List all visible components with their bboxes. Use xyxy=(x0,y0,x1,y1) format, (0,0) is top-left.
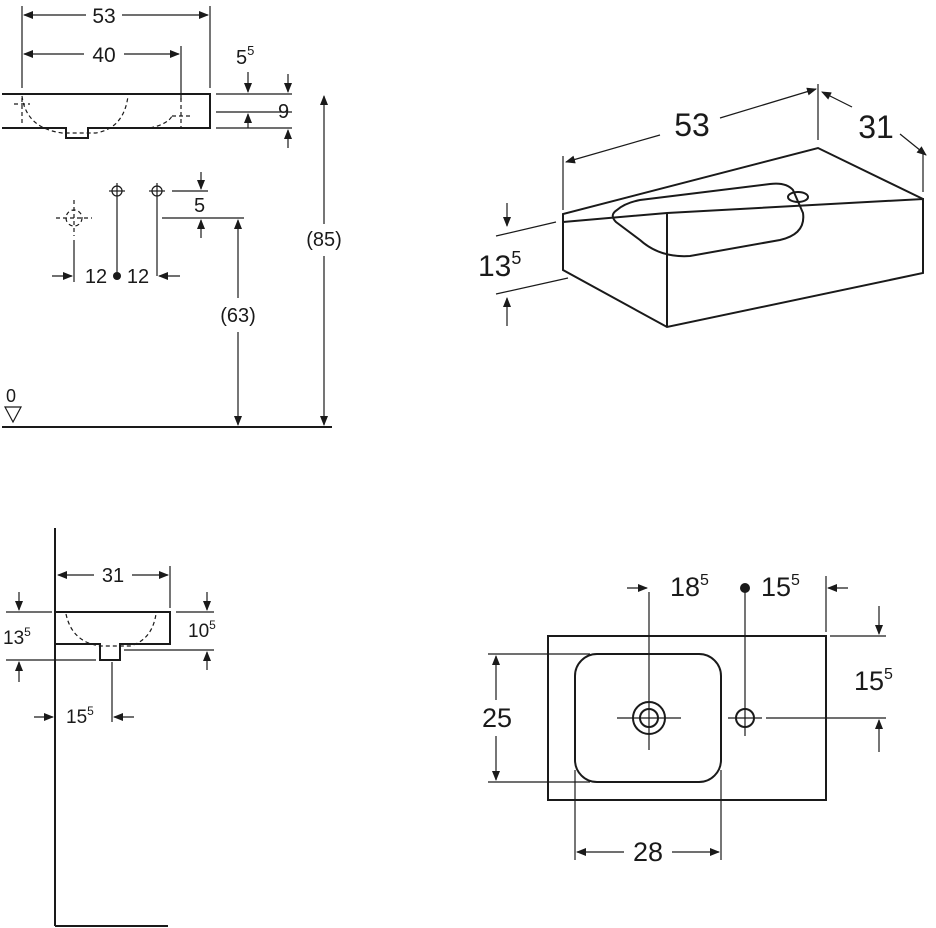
top-bowl xyxy=(574,653,722,783)
iso-width: 53 xyxy=(674,107,710,143)
front-width-holes: 40 xyxy=(92,44,115,67)
top-tap-from-top: 155 xyxy=(854,666,893,696)
iso-tap-hole xyxy=(787,191,809,203)
floor-to-holes: (63) xyxy=(220,305,256,327)
floor-to-rim: (85) xyxy=(306,229,342,251)
iso-depth: 31 xyxy=(858,109,894,145)
hole-spacing-left: 12 xyxy=(85,266,107,288)
front-tap-hidden-right xyxy=(149,98,190,129)
front-rim-height: 9 xyxy=(278,101,289,123)
iso-view: 53 31 135 xyxy=(478,84,927,329)
side-view: 31 135 105 155 xyxy=(3,528,216,927)
front-bowl-hidden xyxy=(21,95,129,134)
hole-offset: 5 xyxy=(194,195,205,217)
floor-level: 0 xyxy=(6,386,16,406)
side-bowl-hidden xyxy=(65,613,157,647)
front-tap-hidden-left xyxy=(14,98,30,126)
iso-front-face xyxy=(562,197,924,329)
top-tap-dot xyxy=(740,583,750,593)
floor-level-symbol xyxy=(4,406,22,424)
top-tap-from-right: 155 xyxy=(761,572,800,602)
side-depth: 31 xyxy=(102,565,124,587)
iso-bowl xyxy=(611,182,805,258)
waste-symbol xyxy=(56,200,92,236)
top-drain-from-left: 185 xyxy=(670,572,709,602)
hole-spacing-right: 12 xyxy=(127,266,149,288)
front-top-offset: 55 xyxy=(236,43,254,69)
front-view: 53 40 55 9 xyxy=(2,5,342,428)
top-drain xyxy=(617,592,681,750)
top-bowl-width: 28 xyxy=(633,837,663,867)
front-width-total: 53 xyxy=(92,5,115,28)
hole-center-dot xyxy=(113,272,121,280)
top-bowl-depth: 25 xyxy=(482,703,512,733)
iso-height: 135 xyxy=(478,248,521,283)
side-height: 135 xyxy=(3,625,31,649)
supply-symbol-right xyxy=(149,183,165,276)
top-view: 185 155 155 25 28 xyxy=(482,572,893,867)
side-inner-height: 105 xyxy=(188,618,216,642)
side-basin-outline xyxy=(55,611,171,661)
front-basin-outline xyxy=(2,93,211,139)
iso-top-face xyxy=(562,146,924,222)
supply-symbol-left xyxy=(109,183,125,276)
top-tap-hole xyxy=(728,588,762,736)
side-drain-offset: 155 xyxy=(66,704,94,728)
